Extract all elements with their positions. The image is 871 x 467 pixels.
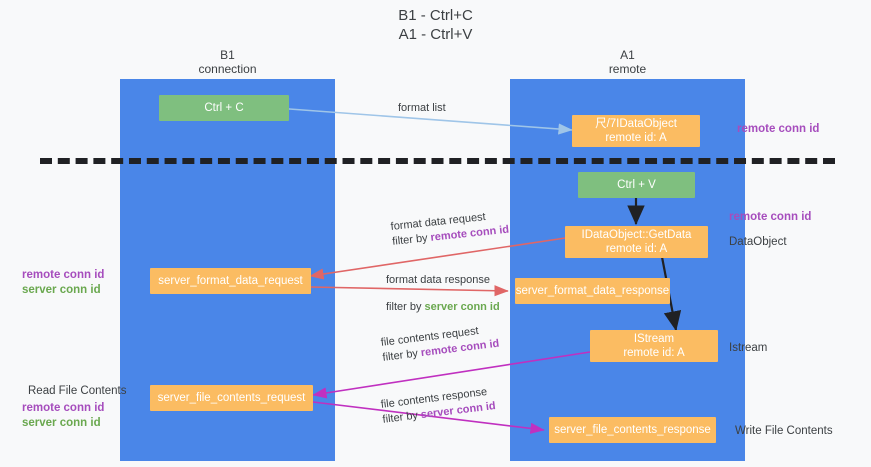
annotation-remote-conn-id-mid-text: remote conn id	[729, 211, 812, 223]
node-idataobject-label: 尺/7IDataObject	[595, 118, 677, 130]
node-ctrl-v[interactable]: Ctrl + V	[578, 172, 695, 198]
key-server-conn-id-1: server conn id	[424, 301, 500, 313]
node-server-file-contents-request-label: server_file_contents_request	[157, 392, 306, 404]
annotation-istream-text: Istream	[729, 342, 768, 354]
annotation-left-server-conn-id-bottom: server conn id	[22, 417, 101, 429]
node-server-format-data-response-label: server_format_data_response	[515, 285, 670, 297]
node-getdata-remote-id: remote id: A	[605, 243, 668, 255]
filter-by-prefix-1: filter by	[391, 231, 432, 248]
node-idataobject-getdata[interactable]: IDataObject::GetData remote id: A	[565, 226, 708, 258]
page-title: B1 - Ctrl+C A1 - Ctrl+V	[0, 6, 871, 44]
node-server-file-contents-request[interactable]: server_file_contents_request	[150, 385, 313, 411]
node-getdata-label: IDataObject::GetData	[581, 229, 692, 241]
annotation-left-conn-ids-mid: remote conn id server conn id	[22, 268, 104, 298]
annotation-left-server-conn-id-mid: server conn id	[22, 284, 101, 296]
node-server-format-data-request-label: server_format_data_request	[158, 275, 303, 287]
node-ctrl-c-label: Ctrl + C	[204, 102, 244, 114]
annotation-write-file-contents-text: Write File Contents	[735, 425, 833, 437]
column-header-b1-name: B1	[220, 48, 235, 62]
node-istream[interactable]: IStream remote id: A	[590, 330, 718, 362]
annotation-istream: Istream	[729, 341, 767, 356]
phase-divider	[40, 158, 835, 164]
column-header-a1-name: A1	[620, 48, 635, 62]
column-header-b1-sub: connection	[198, 62, 257, 76]
edge-label-format-data-response-l1: format data response	[386, 274, 490, 286]
column-header-a1: A1 remote	[510, 48, 745, 76]
annotation-remote-conn-id-top: remote conn id	[737, 122, 819, 137]
node-server-format-data-response[interactable]: server_format_data_response	[515, 278, 670, 304]
annotation-remote-conn-id-top-text: remote conn id	[737, 123, 820, 135]
annotation-dataobject-text: DataObject	[729, 236, 787, 248]
column-header-a1-sub: remote	[608, 62, 647, 76]
edge-label-format-data-request: format data request filter by remote con…	[390, 208, 510, 250]
column-header-b1: B1 connection	[120, 48, 335, 76]
node-ctrl-c[interactable]: Ctrl + C	[159, 95, 289, 121]
node-istream-remote-id: remote id: A	[623, 347, 685, 359]
annotation-left-remote-conn-id-mid: remote conn id	[22, 269, 105, 281]
edge-label-file-contents-request: file contents request filter by remote c…	[380, 322, 500, 366]
title-line-2: A1 - Ctrl+V	[398, 26, 473, 43]
filter-by-prefix-3: filter by	[381, 347, 422, 364]
annotation-left-remote-conn-id-bottom: remote conn id	[22, 402, 105, 414]
edge-label-file-contents-response: file contents response filter by server …	[380, 384, 497, 428]
node-server-file-contents-response-label: server_file_contents_response	[554, 424, 711, 436]
annotation-left-conn-ids-bottom: remote conn id server conn id	[22, 401, 104, 431]
node-istream-label: IStream	[633, 333, 675, 345]
edge-label-format-data-response-l2: filter by server conn id	[386, 300, 500, 315]
annotation-remote-conn-id-mid: remote conn id	[729, 210, 811, 225]
node-server-file-contents-response[interactable]: server_file_contents_response	[549, 417, 716, 443]
annotation-dataobject: DataObject	[729, 235, 787, 250]
filter-by-prefix-2: filter by	[386, 301, 425, 313]
edge-label-format-list-text: format list	[398, 102, 446, 114]
edge-label-format-data-response: format data response filter by server co…	[386, 273, 500, 315]
annotation-read-file-contents-text: Read File Contents	[28, 385, 127, 397]
node-idataobject[interactable]: 尺/7IDataObject remote id: A	[572, 115, 700, 147]
node-ctrl-v-label: Ctrl + V	[617, 179, 656, 191]
title-line-1: B1 - Ctrl+C	[398, 7, 473, 24]
annotation-read-file-contents: Read File Contents	[28, 384, 126, 399]
edge-label-format-list: format list	[398, 101, 446, 116]
filter-by-prefix-4: filter by	[381, 409, 422, 426]
node-idataobject-remote-id: remote id: A	[605, 132, 667, 144]
annotation-write-file-contents: Write File Contents	[735, 424, 833, 439]
node-server-format-data-request[interactable]: server_format_data_request	[150, 268, 311, 294]
